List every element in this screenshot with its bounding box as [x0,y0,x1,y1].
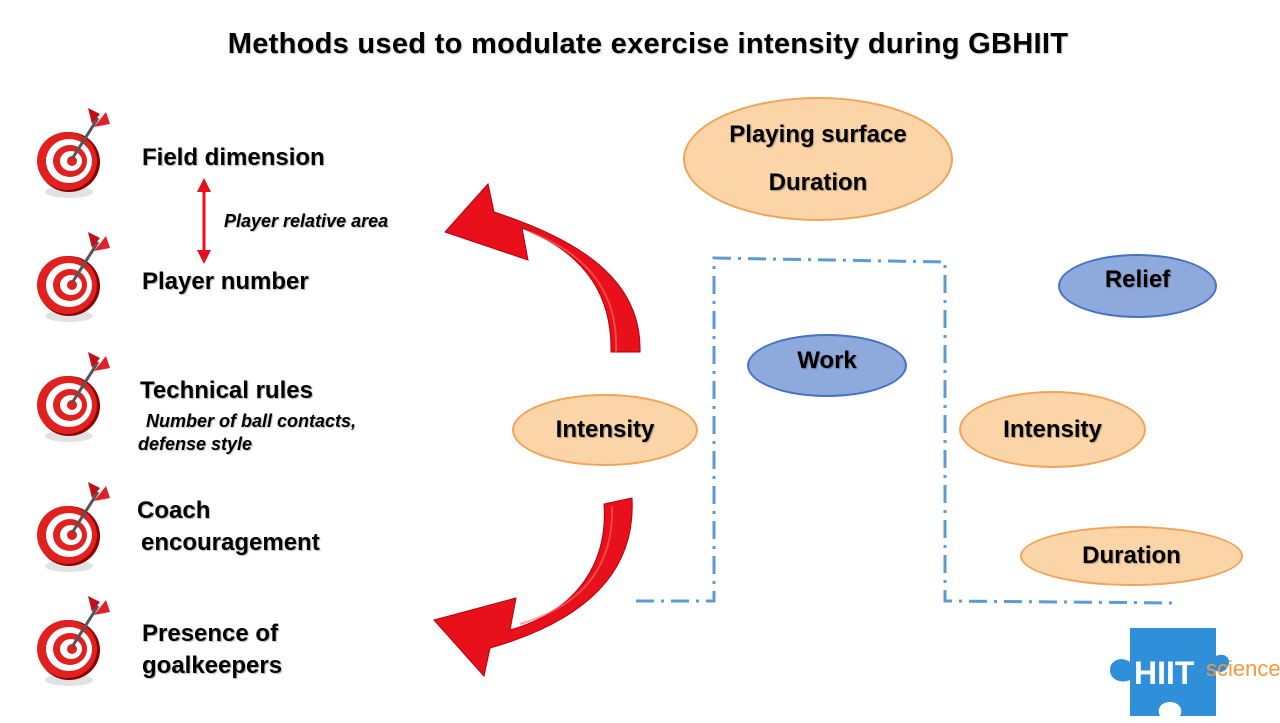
technical-rules-label: Technical rules [140,377,313,404]
technical-rules-detail-2: defense style [138,434,253,454]
player-relative-area-label: Player relative area [224,211,389,231]
work-relief-dashed-line [636,256,1179,605]
playing-surface-label: Playing surface [729,121,907,148]
relief-ellipse: Relief [1058,254,1217,318]
intensity-right-ellipse: Intensity [959,391,1146,468]
coach-label-line-1: Coach [137,497,211,524]
field-dimension-label: Field dimension [142,144,325,171]
hiit-science-logo: HIIT science [1104,626,1280,718]
goalkeepers-label-line-2: goalkeepers [142,652,283,679]
page-title: Methods used to modulate exercise intens… [227,28,1069,60]
work-ellipse: Work [747,334,907,397]
intensity-left-ellipse: Intensity [512,394,698,466]
coach-label-line-2: encouragement [141,529,320,556]
goalkeepers-label-line-1: Presence of [142,620,279,647]
technical-rules-detail-1: Number of ball contacts, [146,411,357,431]
logo-text-hiit: HIIT [1134,655,1195,691]
duration-bottom-ellipse: Duration [1020,526,1243,586]
logo-text-science: science [1206,656,1280,681]
player-number-label: Player number [142,268,309,295]
curved-arrow-icon [444,182,641,353]
duration-top-label: Duration [768,169,868,196]
puzzle-logo-icon: HIIT science [1110,628,1280,716]
curved-arrow-icon [433,497,633,678]
double-arrow-icon [197,178,211,264]
playing-surface-duration-ellipse: Playing surface Duration [683,97,953,221]
